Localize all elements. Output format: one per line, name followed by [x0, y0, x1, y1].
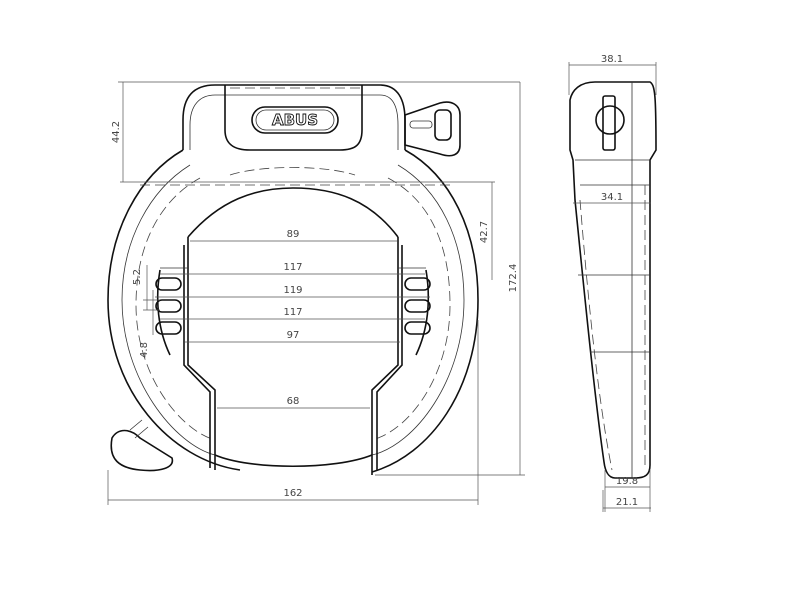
front-view: ABUS 44.2 42 [107, 81, 525, 505]
key-icon [404, 101, 461, 157]
dim-slot-pitch-lower: 4.8 [139, 342, 150, 358]
dim-plate-span: 97 [287, 330, 300, 341]
dim-bottom-depth-outer: 21.1 [616, 497, 638, 508]
lock-ring [107, 149, 479, 473]
shackle-plates [160, 237, 426, 475]
dim-top-height: 44.2 [111, 121, 122, 143]
dim-total-width: 162 [283, 488, 302, 499]
dim-slot-span-upper: 117 [283, 262, 302, 273]
locking-slots [155, 277, 431, 335]
dim-inner-width: 89 [287, 229, 300, 240]
cylinder-icon [595, 105, 625, 135]
dim-body-depth: 34.1 [601, 192, 623, 203]
dim-total-height: 172.4 [508, 264, 519, 293]
front-dimensions: 44.2 42.7 172.4 162 89 117 119 117 97 68… [107, 81, 525, 505]
dim-bottom-depth-inner: 19.8 [616, 476, 638, 487]
dim-slot-pitch-upper: 5.2 [132, 269, 143, 285]
brand-badge [251, 106, 339, 134]
abus-logo: ABUS [272, 111, 318, 129]
dim-slot-span-lower: 117 [283, 307, 302, 318]
side-dimensions: 38.1 34.1 19.8 21.1 [568, 54, 657, 512]
dim-top-depth: 38.1 [601, 54, 623, 65]
dim-upper-ring-height: 42.7 [479, 221, 490, 243]
side-view: 38.1 34.1 19.8 21.1 [568, 54, 657, 512]
dim-slot-span-middle: 119 [283, 285, 302, 296]
release-lever [110, 419, 174, 472]
dim-opening-width: 68 [287, 396, 300, 407]
lock-body-top: ABUS [182, 84, 406, 151]
